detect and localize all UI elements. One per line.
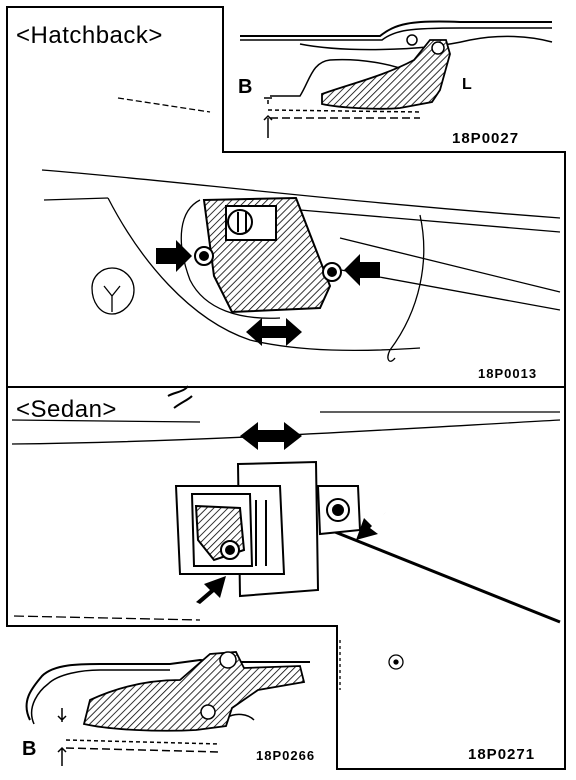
section-divider	[6, 386, 566, 388]
sedan-striker	[174, 460, 362, 598]
hatchback-label-l: L	[462, 76, 472, 93]
sedan-label-b: B	[22, 738, 37, 760]
sedan-main-code: 18P0271	[468, 746, 536, 763]
hatchback-striker	[194, 196, 342, 314]
hatchback-title: <Hatchback>	[16, 22, 163, 49]
sedan-title: <Sedan>	[16, 396, 117, 423]
sedan-arrows	[196, 422, 386, 604]
hatchback-arrows	[156, 240, 380, 346]
hatchback-main-code: 18P0013	[478, 366, 538, 381]
sedan-inset-code: 18P0266	[256, 748, 316, 763]
hatchback-label-b: B	[238, 76, 253, 98]
hatchback-inset-code: 18P0027	[452, 130, 520, 147]
